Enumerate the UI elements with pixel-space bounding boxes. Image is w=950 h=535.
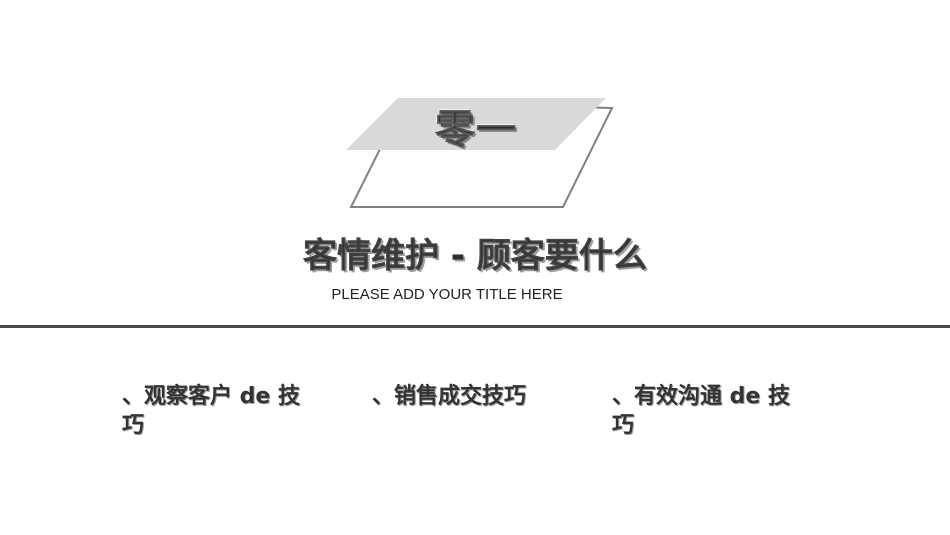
page-title: 客情维护 - 顾客要什么: [303, 236, 647, 277]
topic-item-closing-sales: 、销售成交技巧: [372, 384, 527, 409]
divider: [0, 325, 950, 328]
topic-item-observe-customer: 、观察客户 de 技巧: [122, 384, 300, 438]
section-number: 零一: [435, 107, 517, 154]
topic-item-communication: 、有效沟通 de 技巧: [612, 384, 790, 438]
section-emblem: [346, 98, 614, 208]
emblem-filled-parallelogram: [346, 98, 606, 150]
page-subtitle: PLEASE ADD YOUR TITLE HERE: [331, 286, 563, 303]
